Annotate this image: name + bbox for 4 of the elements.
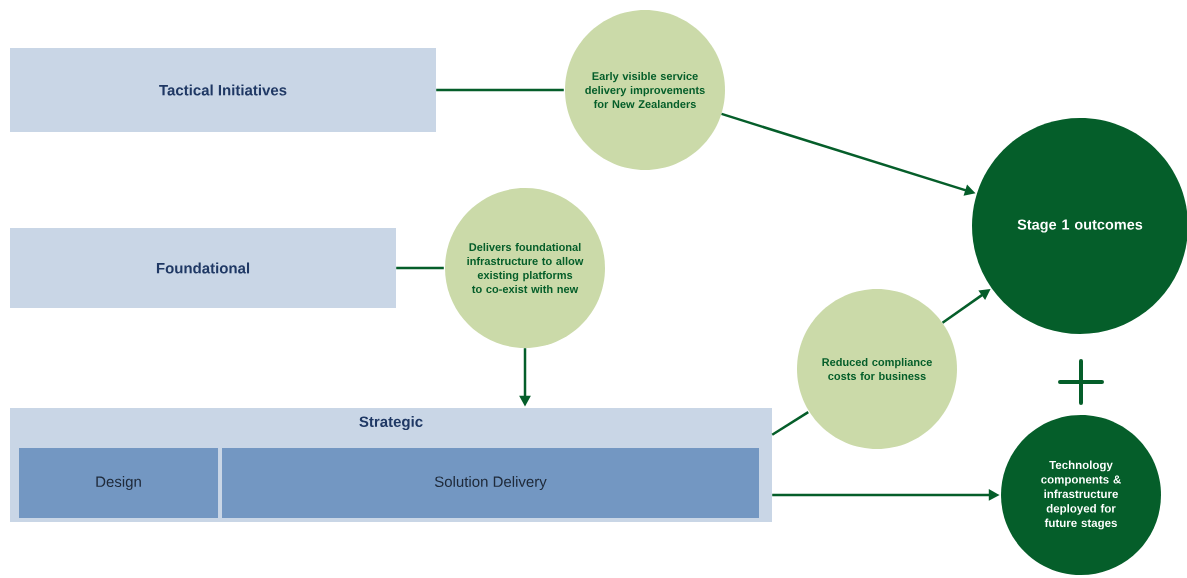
initiative-box: Foundational [10,228,396,308]
initiative-box: Tactical Initiatives [10,48,436,132]
phase-box: Solution Delivery [222,448,759,518]
phase-box: Design [19,448,218,518]
